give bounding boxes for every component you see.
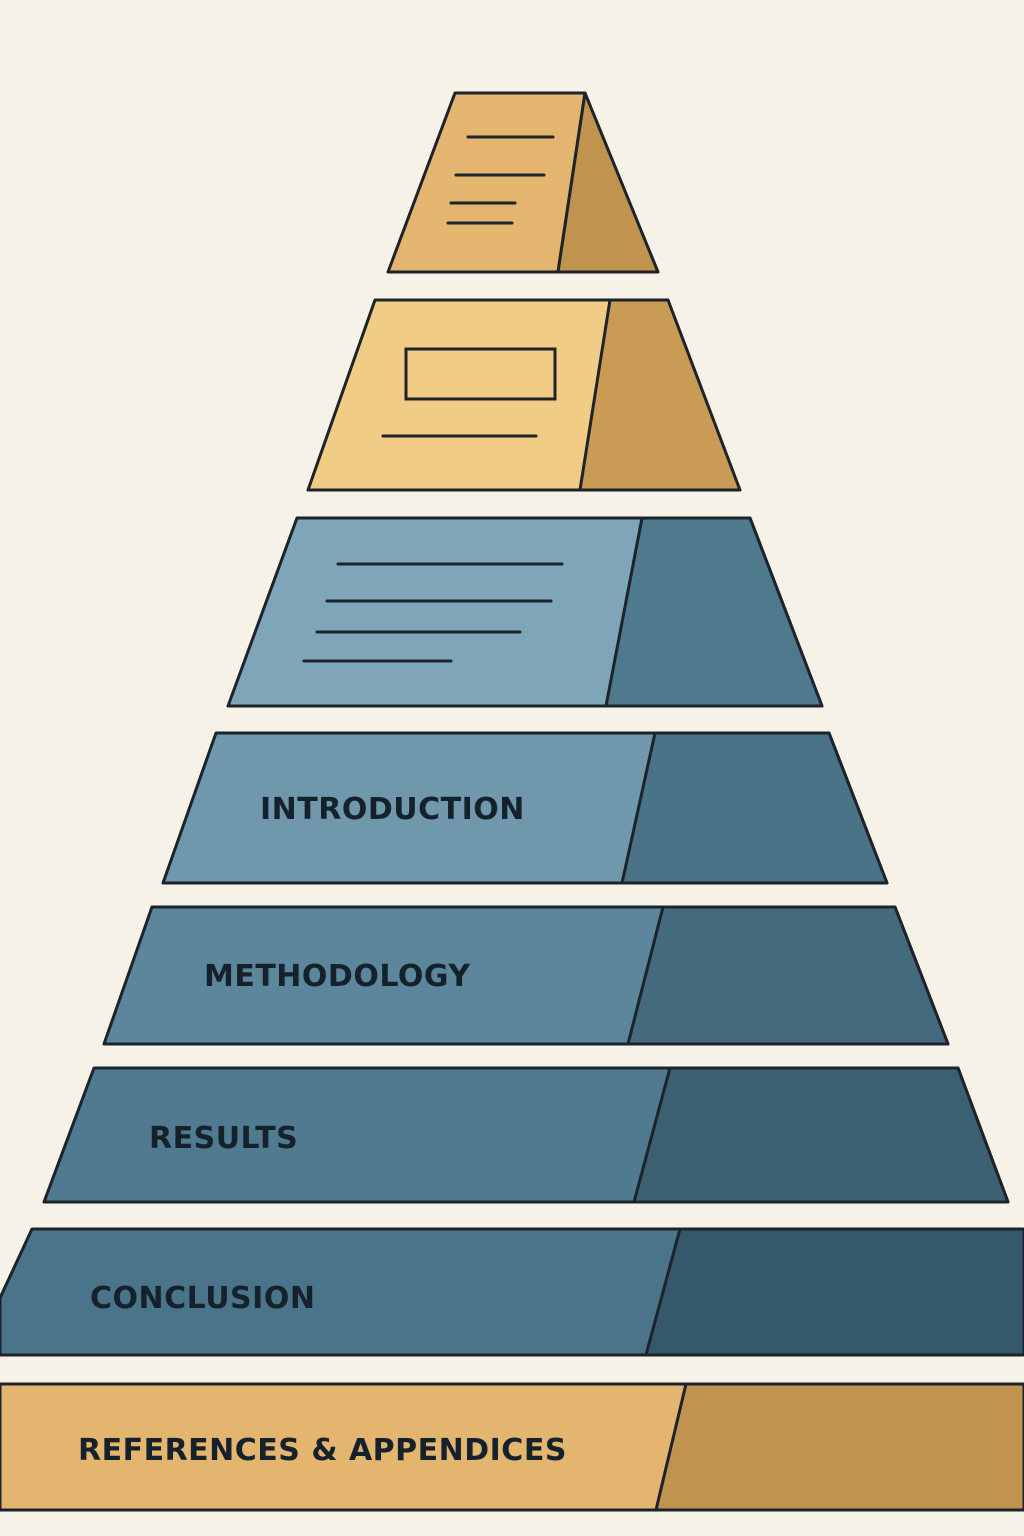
tier-3	[226, 516, 824, 708]
tier-7-side	[644, 1227, 1024, 1357]
figure-frame-icon	[381, 347, 557, 438]
tier-4-label: INTRODUCTION	[260, 792, 525, 827]
tier-6-label: RESULTS	[149, 1121, 298, 1156]
tier-2-side	[578, 298, 742, 492]
text-lines-icon	[446, 135, 555, 225]
tier-7: CONCLUSION	[0, 1227, 1024, 1357]
tier-2	[306, 298, 742, 492]
tier-7-label: CONCLUSION	[90, 1281, 315, 1316]
tier-8-label: REFERENCES & APPENDICES	[78, 1433, 567, 1468]
tier-1-side	[556, 91, 660, 274]
tier-1-front	[386, 91, 587, 274]
tier-4-side	[620, 731, 889, 885]
tier-5: METHODOLOGY	[102, 905, 950, 1046]
tier-8-side	[654, 1382, 1024, 1512]
tier-5-label: METHODOLOGY	[204, 959, 471, 994]
tier-8: REFERENCES & APPENDICES	[0, 1382, 1024, 1512]
tier-5-side	[626, 905, 950, 1046]
tier-3-side	[604, 516, 824, 708]
tier-1	[386, 91, 660, 274]
text-lines-icon	[302, 562, 564, 663]
tier-6-side	[632, 1066, 1010, 1204]
tier-6: RESULTS	[42, 1066, 1010, 1204]
tier-4: INTRODUCTION	[161, 731, 889, 885]
